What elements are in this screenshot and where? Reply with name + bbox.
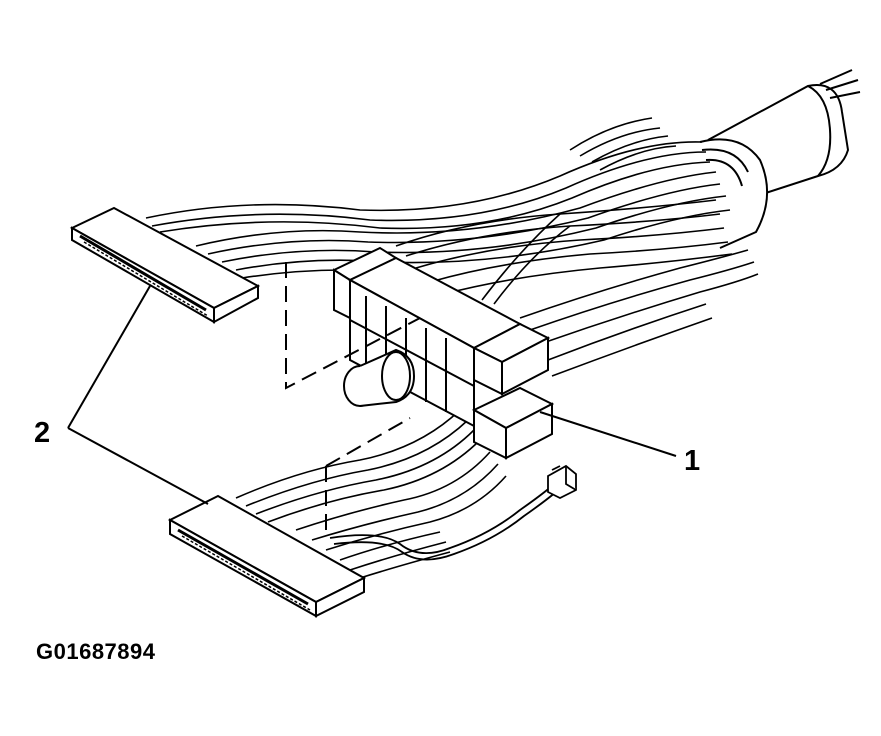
alignment-guides — [285, 262, 421, 536]
leader-lines — [67, 285, 677, 505]
callout-label-1: 1 — [684, 445, 700, 477]
leader-line-item-1 — [539, 411, 677, 457]
mini-connector — [547, 464, 577, 500]
callout-label-2: 2 — [34, 417, 50, 449]
pigtail-wire — [329, 464, 577, 561]
leader-line-item-2-upper — [67, 285, 151, 429]
leader-line-item-2-lower — [67, 427, 209, 505]
wires-lower-branch — [235, 409, 507, 579]
figure-id-label: G01687894 — [36, 639, 156, 664]
cable-trunk — [699, 69, 861, 249]
wires-to-module — [395, 199, 759, 377]
connector-upper-left — [69, 206, 261, 324]
center-module — [331, 246, 555, 460]
connector-lower-left — [167, 494, 367, 618]
wires-upper-branch — [145, 117, 731, 279]
